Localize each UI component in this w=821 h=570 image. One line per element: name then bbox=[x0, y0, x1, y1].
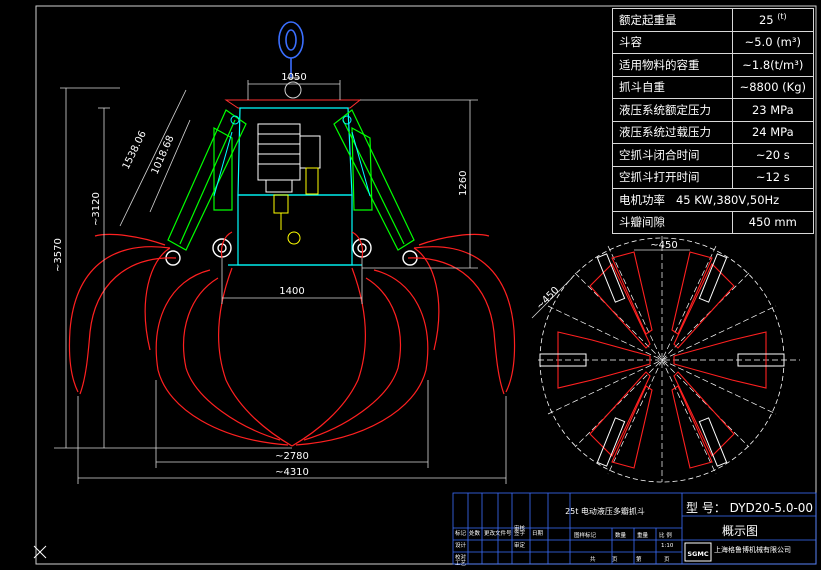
housing-top bbox=[237, 107, 353, 196]
cylinder-rods bbox=[213, 115, 371, 197]
label-sign: 签字 bbox=[514, 531, 526, 537]
grab-plan-view: ~450 ~450 bbox=[531, 236, 800, 483]
label-check: 校对 bbox=[455, 555, 467, 561]
label-quantity: 数量 bbox=[615, 533, 627, 539]
dim-plan-width: ~450 bbox=[650, 240, 677, 251]
dim-overall-height: ~3570 bbox=[53, 238, 64, 272]
dim-open-width: ~2780 bbox=[275, 451, 309, 462]
motor bbox=[257, 123, 321, 193]
spec-row: 空抓斗闭合时间~20 s bbox=[612, 143, 815, 167]
grab-tines bbox=[68, 231, 516, 447]
plan-tines bbox=[557, 251, 767, 469]
shackle bbox=[284, 77, 302, 99]
label-stage-mark: 图样标记 bbox=[574, 533, 597, 539]
origin-mark bbox=[33, 545, 47, 559]
label-sheet-total: 共 bbox=[590, 557, 596, 563]
label-date: 日期 bbox=[532, 531, 544, 537]
top-beam bbox=[224, 99, 362, 109]
title-block bbox=[452, 492, 817, 565]
dim-height-left: ~3120 bbox=[91, 192, 102, 226]
scale-value: 1:10 bbox=[661, 543, 674, 549]
label-sheet-unit: 页 bbox=[612, 557, 618, 563]
spec-row: 抓斗自重~8800 (Kg) bbox=[612, 75, 815, 99]
dim-inner-length: 1538.06 bbox=[121, 129, 149, 171]
label-sheet-no: 第 bbox=[636, 557, 642, 563]
spec-row: 斗容~5.0 (m³) bbox=[612, 30, 815, 54]
label-weight: 重量 bbox=[637, 533, 649, 539]
sgmc-logo: SGMC bbox=[684, 542, 712, 562]
label-review: 审核 bbox=[514, 526, 526, 532]
spec-row: 电机功率 45 KW,380V,50Hz bbox=[612, 188, 814, 212]
model-number: 型 号： DYD20-5.0-00 bbox=[686, 501, 814, 515]
label-scale: 比 例 bbox=[659, 533, 672, 539]
label-mark: 标记 bbox=[455, 531, 467, 537]
dim-plan-diag: ~450 bbox=[534, 285, 561, 312]
plan-centerlines bbox=[538, 236, 800, 482]
label-process: 工艺 bbox=[455, 561, 467, 567]
dim-arm-length: 1018.68 bbox=[150, 134, 177, 176]
valve-block bbox=[273, 167, 319, 245]
company-name: 上海格鲁博机械有限公司 bbox=[714, 546, 791, 554]
label-audit: 审定 bbox=[514, 543, 526, 549]
dim-overall-width: ~4310 bbox=[275, 467, 309, 478]
plan-dim-lines bbox=[531, 249, 690, 319]
spec-row: 空抓斗打开时间~12 s bbox=[612, 165, 815, 189]
label-design: 设计 bbox=[455, 543, 467, 549]
dim-top-width: 1050 bbox=[281, 72, 306, 83]
dim-side-height: 1260 bbox=[458, 171, 469, 196]
plan-cylinders bbox=[539, 253, 785, 467]
lifting-hook bbox=[278, 21, 304, 78]
drawing-frame bbox=[35, 5, 817, 565]
label-change-doc: 更改文件号 bbox=[484, 531, 512, 537]
dim-body-width: 1400 bbox=[279, 286, 304, 297]
tank-body bbox=[237, 194, 353, 266]
svg-text:SGMC: SGMC bbox=[687, 550, 708, 558]
label-sheet-unit-2: 页 bbox=[664, 557, 670, 563]
drawing-title: 25t 电动液压多瓣抓斗 bbox=[565, 507, 645, 516]
grab-elevation: 1050 1538.06 1018.68 ~3120 ~3570 1260 14… bbox=[53, 21, 516, 484]
spec-row: 适用物料的容重~1.8(t/m³) bbox=[612, 53, 815, 77]
dimension-lines bbox=[54, 80, 507, 484]
drawing-name: 概示图 bbox=[722, 524, 759, 538]
label-count: 处数 bbox=[469, 531, 481, 537]
